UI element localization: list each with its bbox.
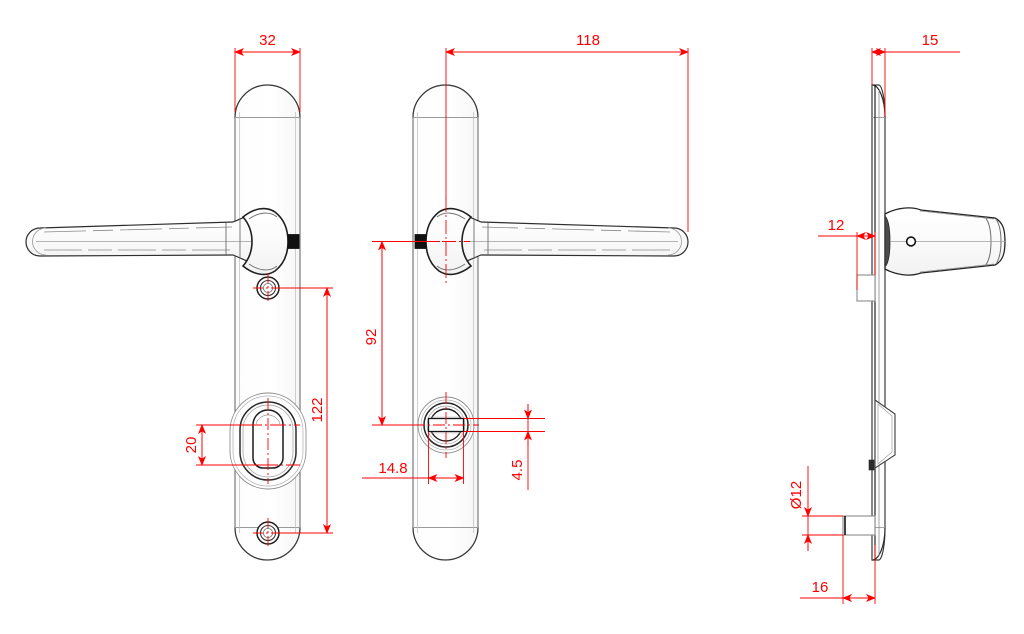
dimension-12: 12 (818, 217, 876, 290)
rear-plate-outline (412, 84, 479, 561)
side-backplate-edge (871, 84, 886, 561)
rear-plate-bottom-dome (412, 527, 479, 561)
dim20-value: 20 (183, 437, 200, 454)
side-mid-boss-outline (874, 398, 896, 470)
side-upper-tab (856, 274, 876, 302)
rear-hub-highlight-top (436, 212, 466, 220)
dimension-118: 118 (445, 32, 689, 232)
side-mid-boss-inner (877, 403, 893, 465)
front-spindle-stub (287, 234, 300, 249)
front-lever-body (25, 210, 263, 267)
front-upper-screw-hole (253, 273, 283, 303)
rear-lever-tip-inner (667, 227, 682, 256)
rear-lever-upper-highlight (481, 226, 671, 233)
keyhole-euro-profile-highlight (255, 414, 281, 425)
rear-lever-body (451, 210, 689, 267)
dim118-value: 118 (576, 32, 600, 49)
side-mid-boss-nib (868, 459, 875, 471)
front-lower-screw-hole (253, 518, 283, 548)
side-lower-tab-body (842, 515, 876, 536)
front-plate-top-dome (234, 84, 301, 118)
dimension-4-5: 4.5 (463, 404, 545, 490)
side-plate-outline (871, 84, 886, 561)
front-lever-upper-highlight (43, 226, 233, 233)
side-pivot-pin (905, 236, 917, 247)
side-mid-boss (868, 398, 896, 471)
rear-backplate (412, 84, 479, 561)
rear-view: 118 92 14.8 4.5 (362, 32, 689, 561)
front-lever-hub (241, 207, 289, 276)
front-plate-bottom-dome (234, 527, 301, 561)
side-lever-upper-edge (919, 210, 995, 220)
rear-spindle-hole (413, 392, 479, 458)
front-view: 32 122 20 (25, 32, 333, 561)
dimdia12-value: Ø12 (788, 481, 805, 509)
dimension-122: 122 (280, 287, 333, 534)
side-lower-tab (842, 515, 876, 536)
dim12-value: 12 (828, 217, 845, 234)
dim122-value: 122 (309, 397, 326, 422)
front-lever-handle (25, 207, 300, 276)
dim45-value: 4.5 (509, 460, 526, 481)
front-lever-tip-inner (32, 227, 47, 256)
rear-hub-highlight-bottom (436, 263, 466, 271)
dim15-value: 15 (922, 32, 939, 49)
front-hub-highlight-top (248, 212, 278, 220)
dimension-92: 92 (363, 240, 440, 426)
dim16-value: 16 (812, 579, 829, 596)
rear-lever-handle (398, 198, 689, 285)
dim148-value: 14.8 (378, 460, 407, 477)
dimension-15: 15 (871, 32, 960, 117)
dimension-32: 32 (234, 32, 301, 112)
front-hub-highlight-bottom (248, 263, 278, 271)
dim32-value: 32 (259, 32, 276, 49)
dimension-20: 20 (183, 424, 262, 466)
side-upper-tab-body (856, 274, 876, 302)
dimension-14-8: 14.8 (362, 432, 465, 484)
side-lever-lower-edge (919, 263, 995, 273)
dimension-dia-12: Ø12 (788, 466, 843, 551)
dim92-value: 92 (363, 329, 380, 346)
side-lever-handle (884, 207, 1006, 276)
side-view: 15 12 Ø12 16 (788, 32, 1006, 604)
dimension-16: 16 (800, 535, 876, 604)
rear-plate-top-dome (412, 84, 479, 118)
